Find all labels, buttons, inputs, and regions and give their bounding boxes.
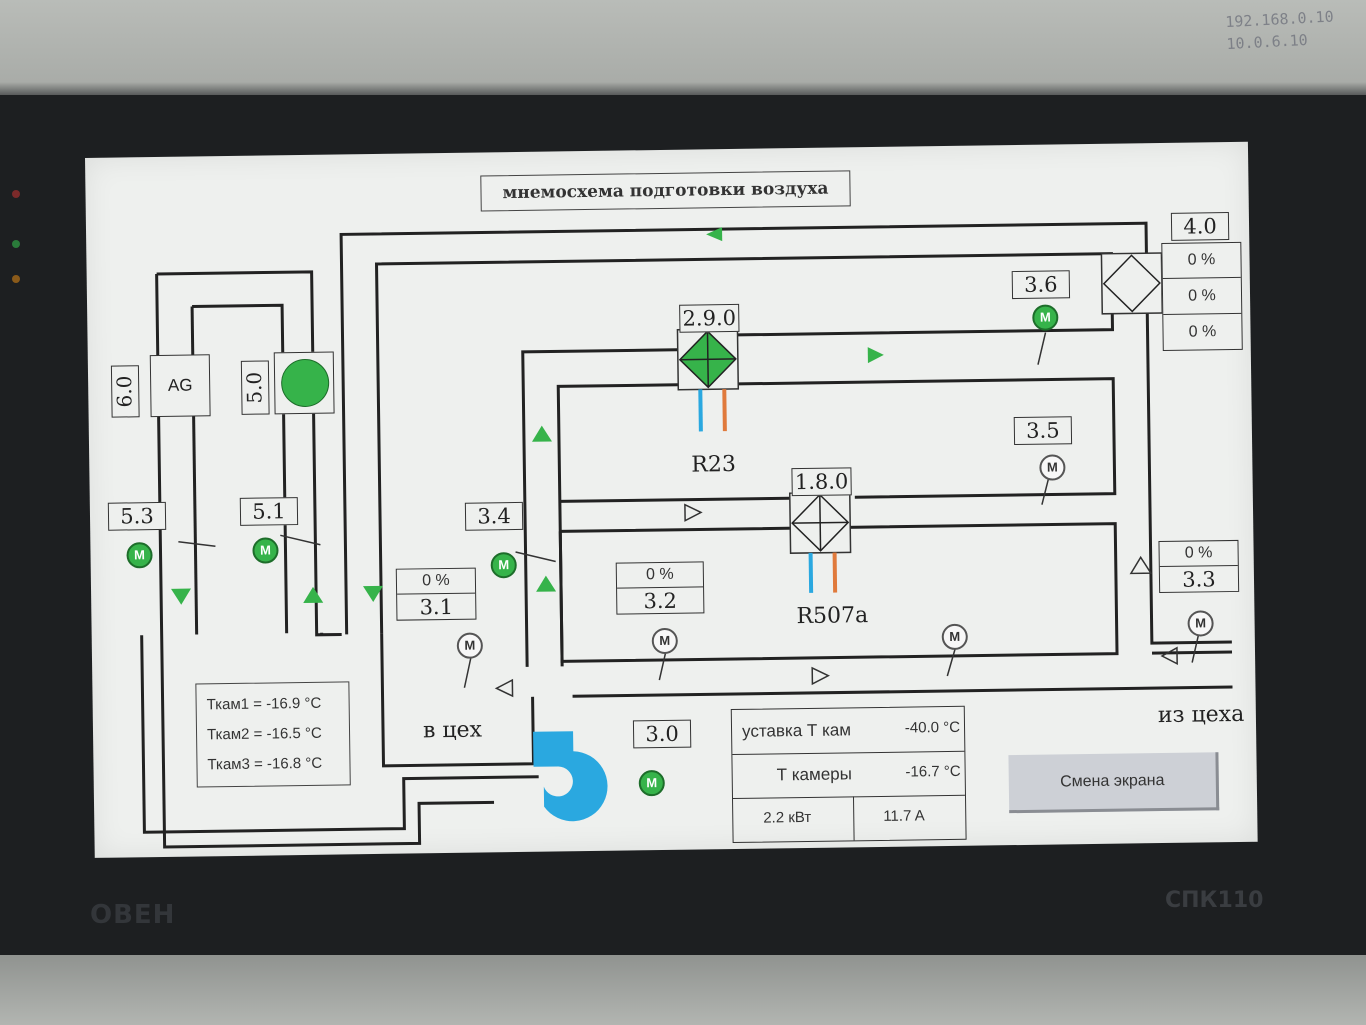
- screen-title: мнемосхема подготовки воздуха: [480, 170, 851, 212]
- chamber-temps-panel: Ткам1 = -16.9 °C Ткам2 = -16.5 °C Ткам3 …: [195, 681, 351, 788]
- duct-left-bottom: [155, 273, 495, 849]
- label-3-3: 3.3: [1182, 567, 1216, 592]
- status-leds: [6, 180, 30, 340]
- label-3-0: 3.0: [632, 719, 692, 749]
- flow-arrow-left-icon: [1160, 646, 1178, 666]
- current-value: 11.7 A: [883, 807, 925, 825]
- r23-hot-pipe-icon: [722, 389, 727, 432]
- duct-diagram: [140, 221, 1233, 849]
- damper-3-3-percent: 0 %: [1184, 544, 1213, 562]
- duct-mid-left: [521, 348, 693, 667]
- label-3-5: 3.5: [1013, 416, 1073, 446]
- flow-arrow-up-icon: [536, 575, 557, 592]
- label-3-4: 3.4: [464, 501, 524, 531]
- damper-4-0-percent-b: 0 %: [1188, 287, 1216, 305]
- switch-screen-button[interactable]: Смена экрана: [1008, 752, 1220, 814]
- label-3-2: 3.2: [643, 588, 678, 614]
- label-5-3: 5.3: [107, 501, 167, 531]
- label-2-9-0: 2.9.0: [679, 303, 740, 333]
- duct-top-outer: [339, 221, 1232, 645]
- brand-logo: ОВЕН: [90, 900, 176, 930]
- damper-3-3-box: 0 % 3.3: [1158, 539, 1240, 594]
- info-panel: уставка Т кам -40.0 °C Т камеры -16.7 °C…: [730, 705, 967, 844]
- power-row: 2.2 кВт 11.7 A: [733, 795, 966, 842]
- label-4-0: 4.0: [1170, 212, 1230, 241]
- heat-exchanger-4-0-icon: [1100, 252, 1164, 315]
- device-model: СПК110: [1165, 888, 1264, 913]
- led-run-icon: [12, 240, 20, 248]
- damper-3-1-box: 0 % 3.1: [395, 567, 477, 621]
- flow-arrow-up-icon: [532, 425, 553, 442]
- flow-arrow-down-icon: [363, 585, 384, 603]
- hmi-screen: мнемосхема подготовки воздуха 6.0 AG 5.0…: [85, 141, 1258, 858]
- damper-4-0-box: 0 % 0 % 0 %: [1161, 241, 1243, 351]
- label-1-8-0: 1.8.0: [791, 467, 852, 497]
- r507a-cold-pipe-icon: [808, 552, 814, 593]
- fan-icon: [280, 358, 330, 408]
- chamber-temp-1: Ткам1 = -16.9 °C: [206, 694, 322, 714]
- agregat-box: AG: [149, 354, 211, 418]
- flow-arrow-up-icon: [1129, 555, 1153, 575]
- duct-chamber: [558, 522, 1119, 663]
- r23-cold-pipe-icon: [698, 389, 703, 432]
- chamber-temp-label: Т камеры: [776, 764, 853, 785]
- flow-arrow-right-icon: [867, 347, 884, 364]
- fan-5-0-box: [273, 351, 335, 415]
- duct-mid-upper: [556, 377, 1117, 667]
- damper-4-0-percent-c: 0 %: [1188, 323, 1217, 341]
- led-net-icon: [12, 275, 20, 283]
- setpoint-value[interactable]: -40.0 °C: [904, 718, 961, 737]
- heat-exchanger-1-8-0-icon: [788, 491, 852, 554]
- label-5-1: 5.1: [239, 497, 299, 526]
- chamber-temp-2: Ткам2 = -16.5 °C: [206, 724, 322, 744]
- chamber-temp-row: Т камеры -16.7 °C: [732, 750, 965, 800]
- handwritten-note: 192.168.0.10 10.0.6.10: [1225, 5, 1347, 61]
- refrigerant-r507a: R507a: [796, 603, 869, 630]
- flow-arrow-left-icon: [494, 678, 514, 698]
- flow-arrow-right-icon: [811, 666, 830, 686]
- led-power-icon: [12, 190, 20, 198]
- duct-bottom-return: [572, 685, 1233, 698]
- damper-3-2-box: 0 % 3.2: [615, 561, 705, 615]
- duct-left-base: [140, 635, 539, 834]
- setpoint-label: уставка Т кам: [741, 720, 852, 741]
- fan-volute-icon: [533, 731, 608, 822]
- damper-4-0-percent-a: 0 %: [1187, 251, 1216, 269]
- duct-to-shop: [380, 633, 536, 768]
- label-6-0: 6.0: [110, 365, 140, 418]
- duct-left-outer: [156, 270, 342, 637]
- duct-top-inner: [374, 252, 1115, 634]
- flow-arrow-up-icon: [303, 586, 324, 603]
- refrigerant-r23: R23: [691, 451, 737, 478]
- chamber-temp-3: Ткам3 = -16.8 °C: [207, 754, 323, 774]
- damper-3-1-percent: 0 %: [422, 571, 450, 590]
- r507a-hot-pipe-icon: [832, 552, 838, 593]
- heat-exchanger-2-9-0-icon: [676, 328, 740, 391]
- flow-arrow-left-icon: [706, 227, 723, 242]
- chamber-temp-value: -16.7 °C: [905, 762, 961, 781]
- label-3-6: 3.6: [1011, 270, 1071, 300]
- flow-label-from-shop: из цеха: [1157, 701, 1245, 729]
- setpoint-row: уставка Т кам -40.0 °C: [731, 706, 965, 756]
- power-value: 2.2 кВт: [763, 808, 812, 827]
- flow-arrow-down-icon: [171, 588, 192, 605]
- damper-3-2-percent: 0 %: [645, 565, 674, 584]
- flow-arrow-right-icon: [684, 503, 703, 522]
- label-3-1: 3.1: [419, 594, 454, 620]
- flow-label-to-shop: в цех: [422, 717, 483, 744]
- label-5-0: 5.0: [240, 360, 270, 415]
